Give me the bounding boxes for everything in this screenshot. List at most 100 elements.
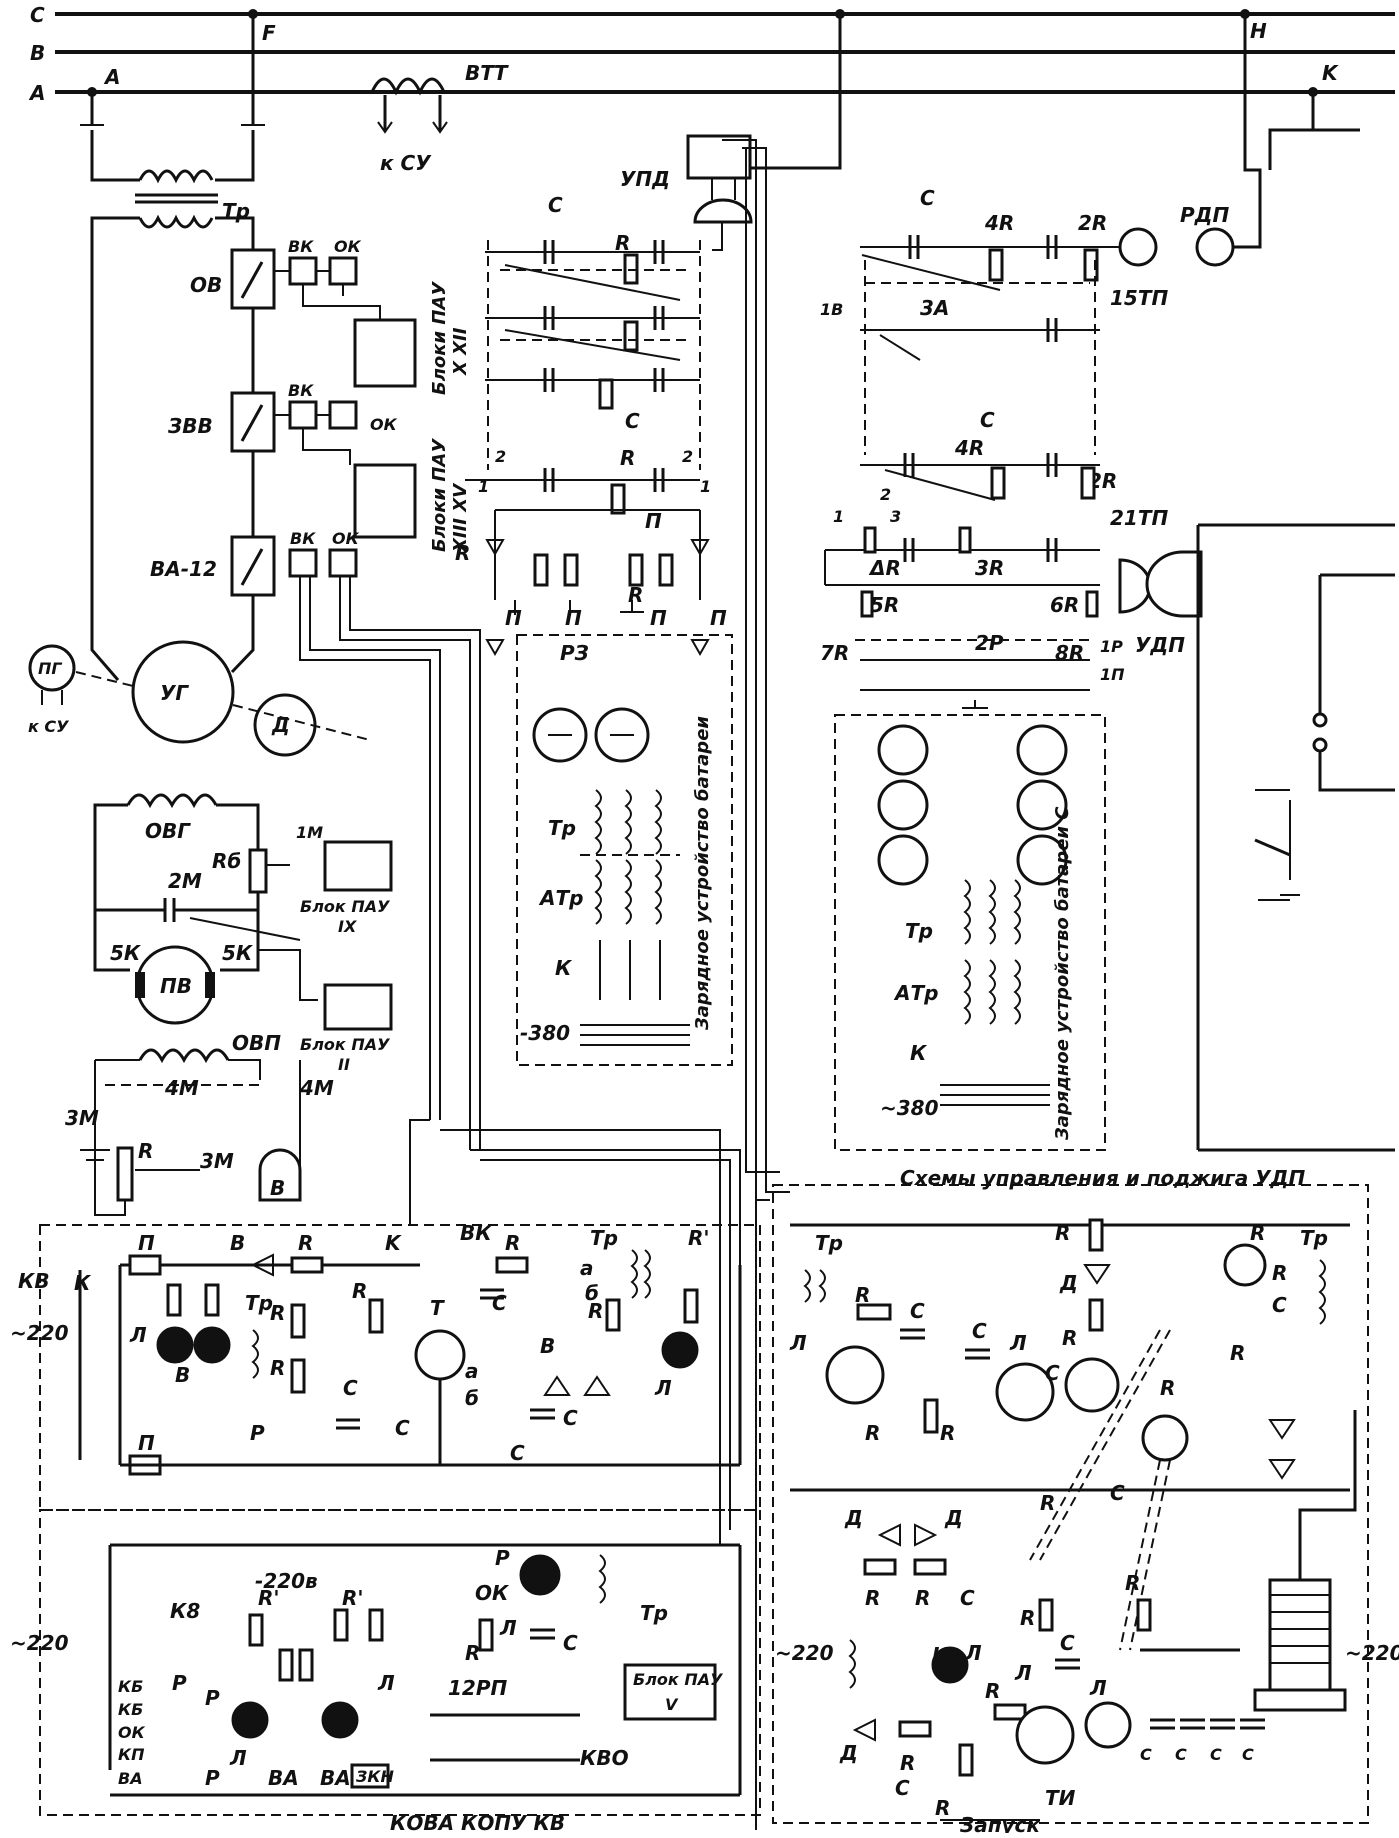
r2a-label: 2R: [1078, 211, 1107, 235]
row4-pos-2b: 2: [682, 447, 693, 466]
l3-right-label: Л: [1089, 1676, 1107, 1700]
v-label: В: [270, 1176, 285, 1200]
r6-right-label: 6R: [1050, 593, 1079, 617]
a-label-ctl: а: [580, 1256, 594, 1280]
d-lower-label: Д: [839, 1741, 858, 1765]
atr-center-label: АТр: [538, 886, 583, 910]
r-label: R: [138, 1139, 153, 1163]
r8-label: R: [620, 446, 635, 470]
k1-label: К: [74, 1271, 92, 1295]
ovp-label: ОВП: [232, 1031, 281, 1055]
r5-label-ctl: R: [505, 1231, 520, 1255]
tr-right-label: Тр: [905, 919, 933, 943]
p2-upper-label: P: [495, 1546, 510, 1570]
ignition-box-frame: [772, 1184, 1369, 1824]
tr-primary-coil-icon: [138, 169, 214, 184]
vtt-to-su: к СУ: [380, 151, 432, 175]
p4-label: П: [710, 606, 727, 630]
vk-label-ctl: ВК: [460, 1221, 493, 1245]
lamp-l5-icon: [231, 1701, 269, 1739]
upd2-label: УДП: [1135, 633, 1185, 657]
pv-label: ПВ: [160, 974, 192, 998]
fuse-p-top: [128, 1254, 162, 1276]
vk-label-2: ВК: [288, 381, 314, 400]
kv-label: КВ: [18, 1269, 50, 1293]
c5-label-lower: C: [563, 1631, 578, 1655]
pau-block-v: [623, 1663, 717, 1721]
m2-link: [189, 917, 301, 941]
tr2-label: Тр: [640, 1601, 668, 1625]
r13-label: R: [855, 1283, 870, 1307]
upd1-discharger-icon: [693, 198, 753, 224]
upd1-box: [686, 134, 752, 180]
rdp-label: РДП: [1180, 203, 1229, 227]
r1-right-ctl: R: [900, 1751, 915, 1775]
rp-label-lower-1: R': [258, 1586, 280, 1610]
fuse-p-bottom-label: П: [138, 1431, 155, 1455]
r4-right-ctl: R: [865, 1586, 880, 1610]
r3b-label: R: [628, 583, 643, 607]
k8-label: К8: [170, 1599, 200, 1623]
lamp-l10-icon: [661, 1331, 699, 1369]
control-box-1: КВ К ~220 П П Л B B R Тр R R C R K ВК Т: [10, 1221, 761, 1511]
va-label-lower: ВА: [118, 1769, 143, 1788]
m3b-label: 3М: [200, 1149, 234, 1173]
c8b-right-ctl: C: [1242, 1745, 1254, 1764]
tr3-label: Тр: [590, 1226, 618, 1250]
bottom-footer-label: КОВА КОПУ КВ: [390, 1811, 565, 1833]
tube-l5-icon: [825, 1345, 885, 1405]
c2-mid-label: C: [980, 408, 995, 432]
r-right-ctl: R: [1040, 1491, 1055, 1515]
pg-to-su: к СУ: [28, 717, 69, 736]
bus-tap-h: H: [1250, 19, 1267, 43]
r1-label: R: [298, 1231, 313, 1255]
c8-label: C: [972, 1319, 987, 1343]
p1n-right-label: 1П: [1100, 665, 1125, 684]
tube-l1-icon: [1015, 1705, 1075, 1765]
v220-label: ~220: [10, 1321, 69, 1345]
vk-label-3: ВК: [290, 529, 316, 548]
upd2-discharger-icon: [1118, 558, 1152, 614]
r4b-label: 4R: [954, 436, 984, 460]
tube-t-icon: [414, 1329, 466, 1381]
charger-1-frame: [516, 634, 733, 1066]
rp12-label: 12РП: [448, 1676, 507, 1700]
k5b-label: 5К: [222, 941, 254, 965]
l6-label: Л: [377, 1671, 395, 1695]
tube-l3-icon: [1084, 1701, 1132, 1749]
v220r-label: ~220: [1345, 1641, 1399, 1665]
pau-block-xiii-xv-label: Блоки ПАУ: [429, 438, 450, 552]
c5-right-ctl: C: [1175, 1745, 1187, 1764]
pau-block-x-xii: [353, 318, 417, 388]
upd1-label: УПД: [620, 167, 670, 191]
ok-label-2: ОК: [370, 415, 398, 434]
c2-label-ctl: C: [492, 1291, 507, 1315]
vk-label-1: ВК: [288, 237, 314, 256]
kb1-label: КБ: [118, 1677, 143, 1696]
c2-pos-3: 3: [890, 507, 901, 526]
r12-label: R: [1230, 1341, 1245, 1365]
main-transformer: Тр: [80, 14, 265, 681]
ti-label: ТИ: [1045, 1786, 1076, 1810]
t-label: Т: [430, 1296, 445, 1320]
ovg-label: ОВГ: [145, 819, 191, 843]
r6-label: R: [615, 231, 630, 255]
rectifier-tube-7-icon: [1016, 779, 1068, 831]
bus-a-label: A: [28, 81, 45, 105]
atr-right-label: АТр: [893, 981, 938, 1005]
c4-label-ctl: C: [510, 1441, 525, 1465]
p4-label-lower: P: [172, 1671, 187, 1695]
ok-label-1: ОК: [334, 237, 362, 256]
zkn-label: ЗКН: [355, 1767, 394, 1786]
rdp-ring-2-icon: [1195, 227, 1235, 267]
bus-b-label: B: [30, 41, 45, 65]
c7-label: C: [1272, 1293, 1287, 1317]
breaker-zvv-label: ЗВВ: [167, 414, 213, 438]
charger-2-frame: [834, 714, 1106, 1151]
c9-label: C: [910, 1299, 925, 1323]
vk-box-3: [288, 548, 318, 578]
tr6-label: Тр: [1300, 1226, 1328, 1250]
tr-center-label: Тр: [548, 816, 576, 840]
l5-tube-label: Л: [789, 1331, 807, 1355]
c2-pos-2: 2: [880, 485, 891, 504]
